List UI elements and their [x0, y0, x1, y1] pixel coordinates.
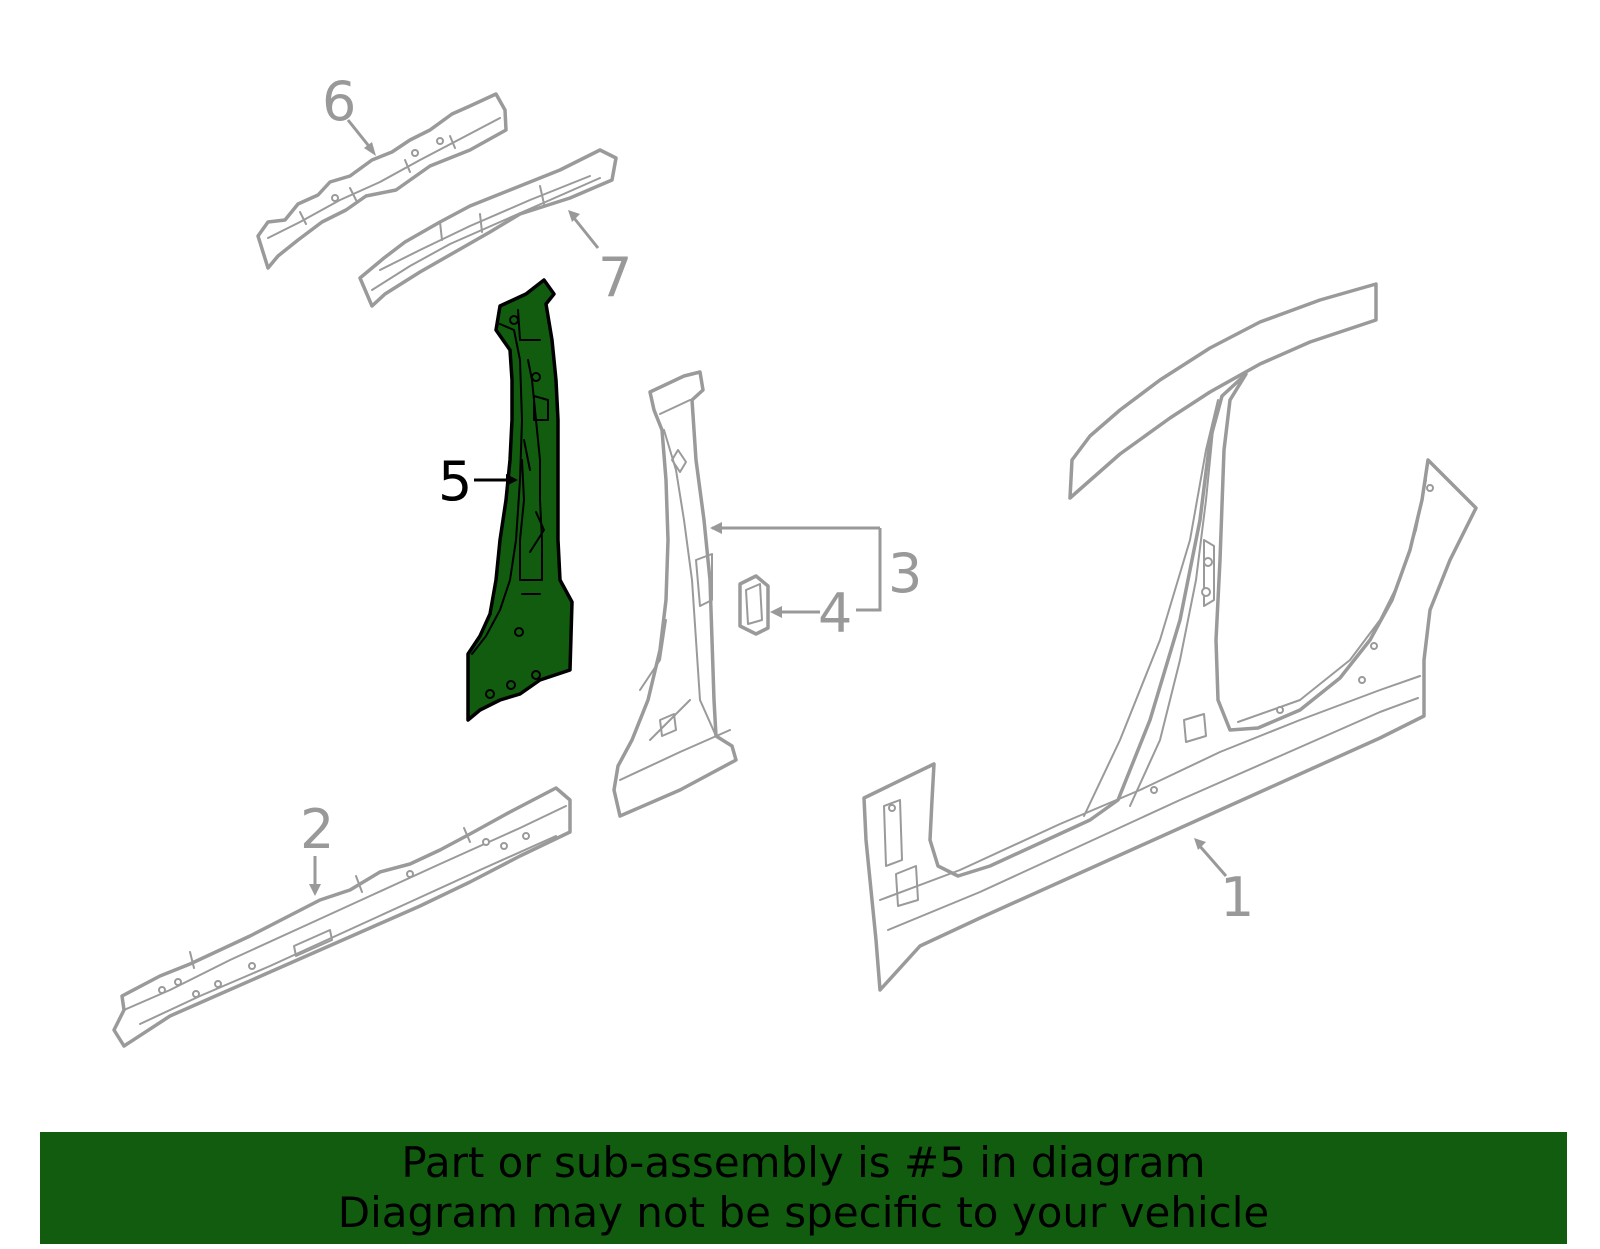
callout-2: 2: [300, 798, 334, 861]
callout-6: 6: [322, 70, 356, 133]
part-7-roof-side-rail[interactable]: [358, 148, 618, 308]
leader-lines: [309, 119, 1228, 896]
part-3-b-pillar-inner[interactable]: [612, 370, 738, 818]
info-banner: Part or sub-assembly is #5 in diagram Di…: [40, 1132, 1567, 1244]
banner-line-1: Part or sub-assembly is #5 in diagram: [401, 1138, 1206, 1187]
parts-diagram: 6 7 5 3 4 2 1: [112, 70, 1478, 1048]
part-1-body-side-outer[interactable]: [862, 282, 1478, 992]
callout-7: 7: [598, 246, 632, 309]
part-4-bracket[interactable]: [738, 574, 770, 636]
part-5-b-pillar-reinforcement[interactable]: [466, 278, 574, 722]
part-6-roof-rail-reinforcement[interactable]: [256, 92, 508, 270]
callout-1: 1: [1220, 866, 1254, 929]
part-2-rocker-reinforcement[interactable]: [112, 786, 572, 1048]
callout-4: 4: [818, 582, 852, 645]
banner-line-2: Diagram may not be specific to your vehi…: [337, 1188, 1270, 1237]
callout-5: 5: [438, 450, 472, 513]
callout-3: 3: [888, 542, 922, 605]
